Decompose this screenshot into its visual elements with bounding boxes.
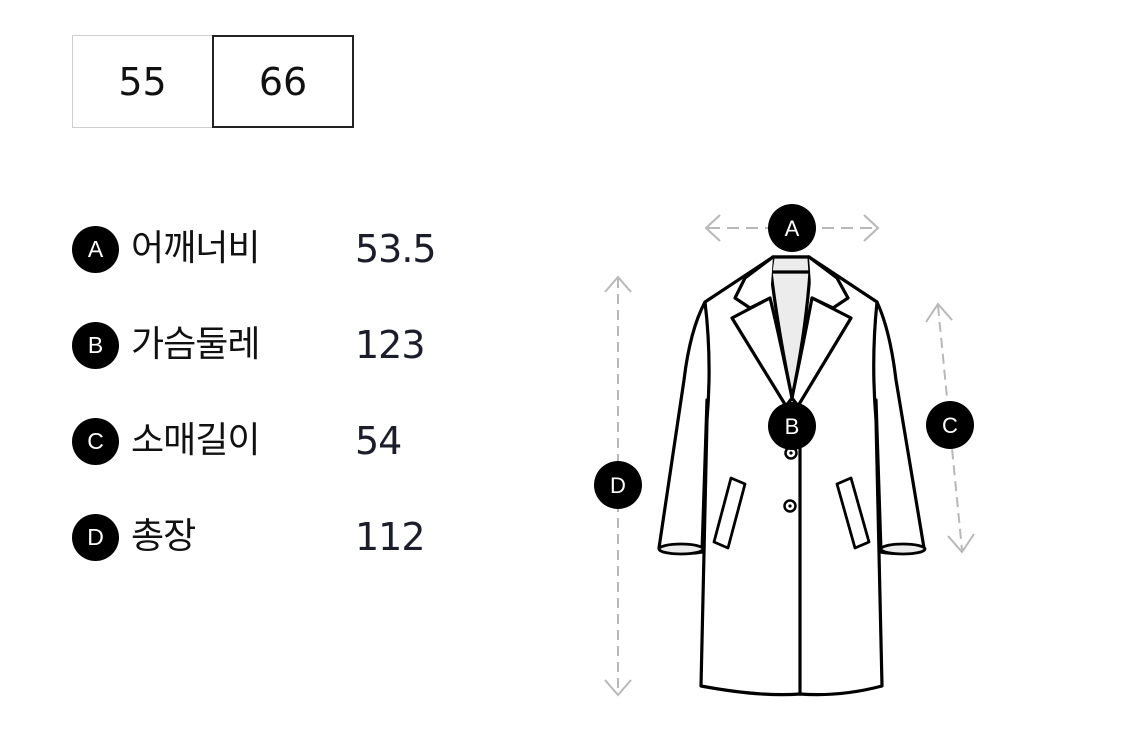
size-tab-66[interactable]: 66 (212, 35, 354, 128)
right-sleeve (874, 300, 926, 555)
button-hole-icon (788, 504, 792, 508)
measurement-value: 112 (355, 515, 426, 559)
size-tab-55[interactable]: 55 (72, 35, 212, 128)
measurement-label: 총장 (131, 516, 196, 557)
arrow-down-icon (947, 533, 975, 554)
svg-text:C: C (942, 413, 958, 438)
coat-body (699, 255, 884, 697)
measurement-label: 소매길이 (131, 420, 260, 461)
left-cuff (657, 542, 705, 556)
arrow-down-icon (604, 679, 632, 697)
left-sleeve (657, 300, 709, 555)
size-selector: 55 66 (72, 35, 354, 128)
measurement-value: 54 (355, 419, 402, 463)
measurement-value: 53.5 (355, 227, 437, 271)
dimension-lines (604, 214, 975, 697)
button-hole-icon (789, 451, 793, 455)
svg-text:A: A (785, 216, 800, 241)
coat-lining (769, 255, 812, 400)
measurement-row-shoulder: A 어깨너비 53.5 (72, 225, 472, 273)
arrow-left-icon (704, 214, 721, 242)
marker-b-icon: B (768, 402, 816, 450)
measurement-row-sleeve: C 소매길이 54 (72, 417, 472, 465)
measurement-row-length: D 총장 112 (72, 513, 472, 561)
badge-d-icon: D (72, 513, 119, 561)
arrow-up-icon (925, 302, 953, 323)
badge-c-icon: C (72, 417, 119, 465)
svg-text:D: D (610, 473, 626, 498)
right-collar (807, 255, 850, 310)
badge-a-icon: A (72, 225, 119, 273)
right-pocket (835, 476, 871, 550)
arrow-right-icon (863, 214, 880, 242)
measurement-label: 가슴둘레 (131, 324, 260, 365)
left-lapel (730, 296, 794, 408)
right-lapel (790, 296, 853, 408)
marker-c-icon: C (926, 401, 974, 449)
marker-d-icon: D (594, 461, 642, 509)
badge-b-icon: B (72, 321, 119, 369)
left-pocket (712, 476, 747, 550)
measurement-row-chest: B 가슴둘레 123 (72, 321, 472, 369)
marker-a-icon: A (768, 204, 816, 252)
button-icon (783, 499, 797, 513)
svg-text:B: B (785, 414, 800, 439)
measurement-value: 123 (355, 323, 426, 367)
right-cuff (879, 542, 927, 556)
arrow-up-icon (604, 275, 632, 293)
measurement-label: 어깨너비 (131, 228, 260, 269)
left-collar (733, 255, 775, 310)
coat-illustration (657, 255, 927, 697)
